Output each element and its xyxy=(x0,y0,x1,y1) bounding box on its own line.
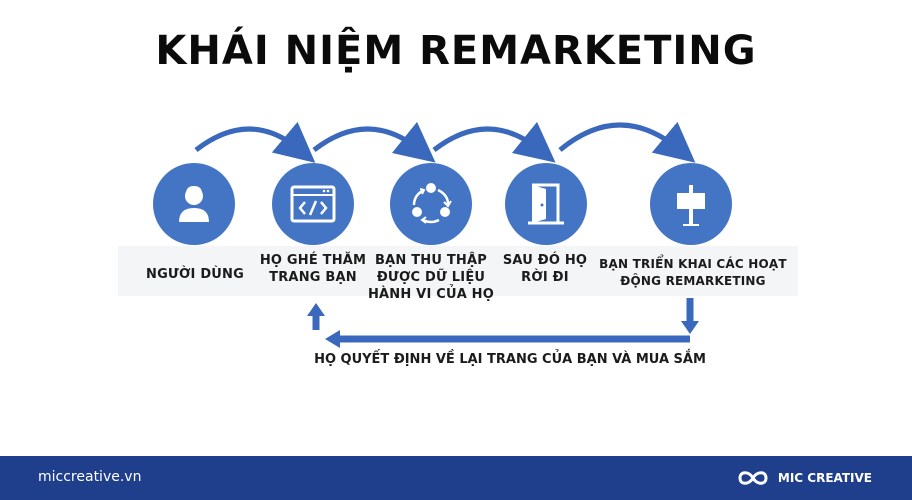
step-user-circle xyxy=(153,163,235,245)
step-collect-circle xyxy=(390,163,472,245)
step-remarketing-circle xyxy=(650,163,732,245)
arc-arrow-4 xyxy=(558,121,696,163)
arc-arrow-2 xyxy=(312,121,436,163)
user-icon xyxy=(179,186,209,222)
footer-url[interactable]: miccreative.vn xyxy=(38,469,142,485)
cycle-icon xyxy=(412,183,452,224)
footer-bar: miccreative.vn MIC CREATIVE xyxy=(0,456,912,500)
exit-door-icon xyxy=(528,183,564,225)
step-label-5: BẠN TRIỂN KHAI CÁC HOẠT ĐỘNG REMARKETING xyxy=(599,257,787,288)
down-arrow-head xyxy=(681,321,699,334)
page-title: KHÁI NIỆM REMARKETING xyxy=(155,28,757,74)
label-band xyxy=(118,246,798,296)
return-loop-label: HỌ QUYẾT ĐỊNH VỀ LẠI TRANG CỦA BẠN VÀ MU… xyxy=(314,352,706,367)
code-window-icon xyxy=(290,185,336,223)
arc-arrow-1 xyxy=(194,121,316,163)
flow-arrows xyxy=(194,121,699,348)
step-label-3: BẠN THU THẬP ĐƯỢC DỮ LIỆU HÀNH VI CỦA HỌ xyxy=(367,253,495,302)
step-visit-circle xyxy=(272,163,354,245)
step-label-2: HỌ GHÉ THĂM TRANG BẠN xyxy=(259,253,367,285)
arc-arrow-3 xyxy=(432,121,556,163)
step-label-1: NGƯỜI DÙNG xyxy=(145,267,245,282)
brand-logo: MIC CREATIVE xyxy=(736,467,872,489)
brand-name: MIC CREATIVE xyxy=(777,471,872,485)
signpost-icon xyxy=(677,185,705,226)
return-arrow-head xyxy=(325,330,340,348)
step-leave-circle xyxy=(505,163,587,245)
step-label-4: SAU ĐÓ HỌ RỜI ĐI xyxy=(502,253,588,285)
infinity-logo-icon xyxy=(738,471,768,485)
up-arrow-head xyxy=(307,303,325,316)
